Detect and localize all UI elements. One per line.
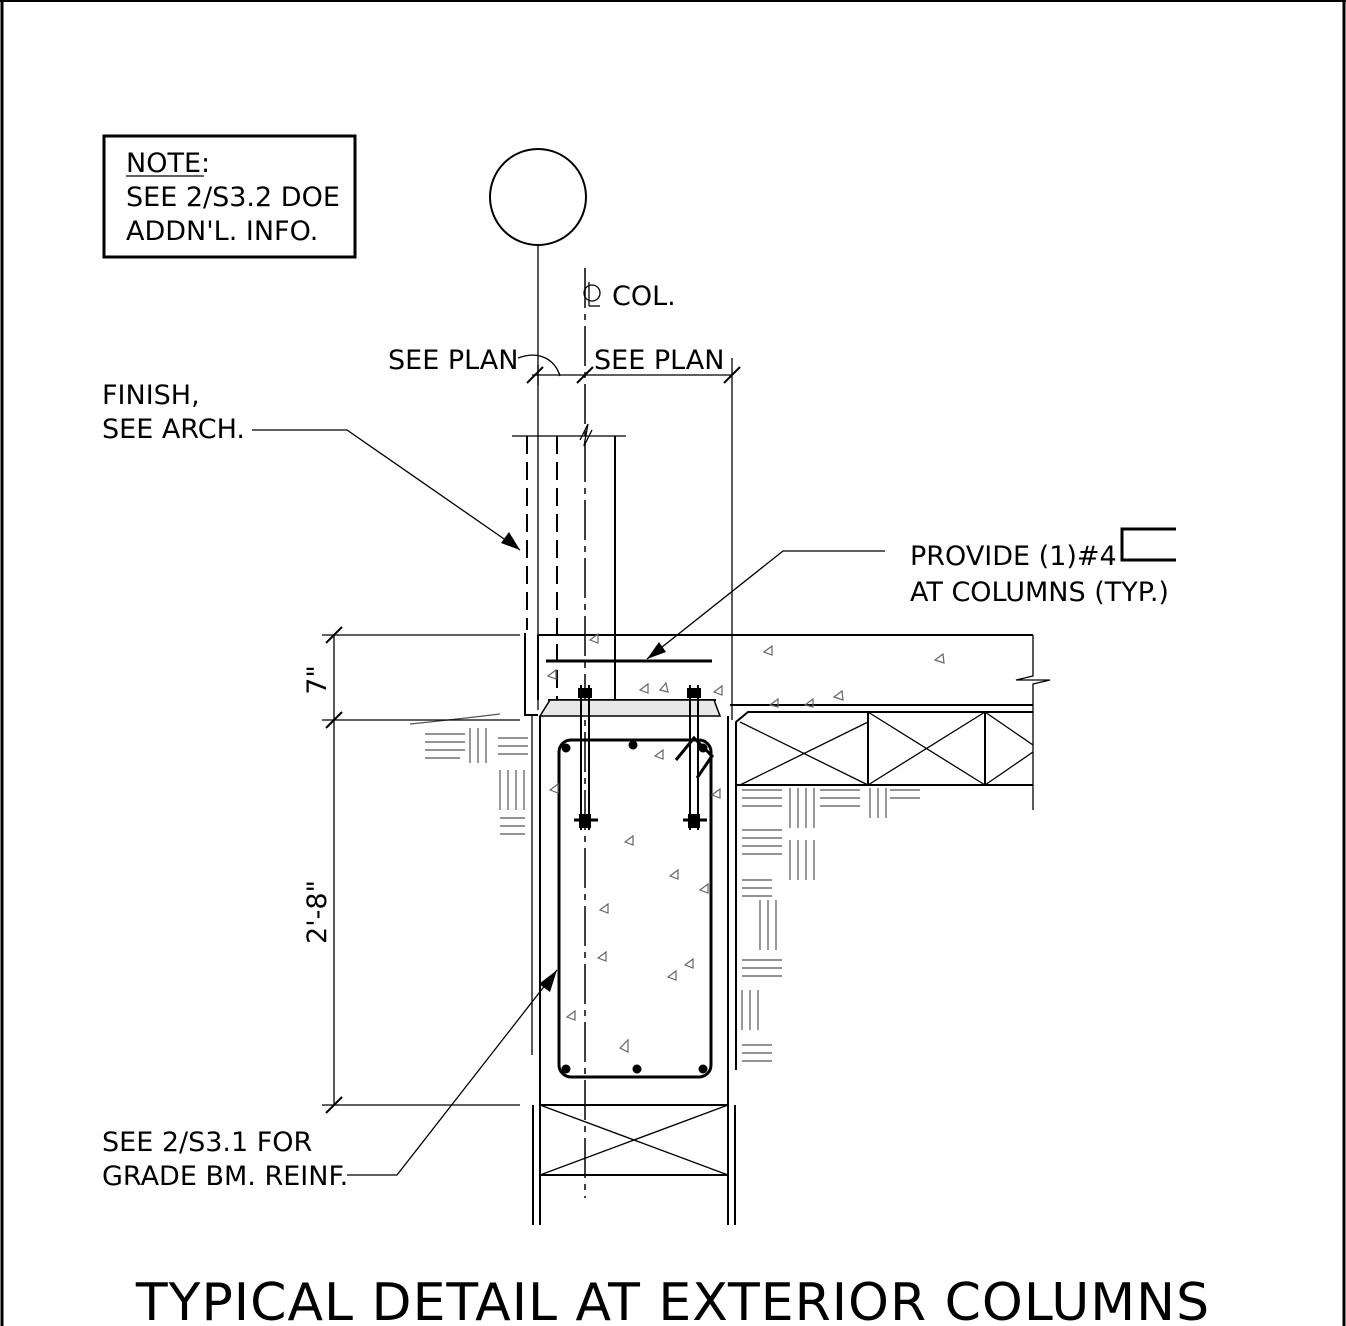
grid-bubble <box>489 148 587 710</box>
floor-slab <box>524 632 1051 716</box>
dim-beam-depth: 2'-8" <box>302 880 333 944</box>
see-plan-right-label: SEE PLAN <box>594 345 724 376</box>
beam-aggregate <box>548 748 721 1053</box>
provide-label-1: PROVIDE (1)#4 <box>910 541 1117 572</box>
see-plan-dimensions: SEE PLAN SEE PLAN <box>388 345 741 720</box>
finish-label-1: FINISH, <box>102 380 200 411</box>
base-plate <box>538 699 722 717</box>
pile <box>532 1104 736 1225</box>
finish-arrowhead <box>501 532 520 550</box>
soil-hatch <box>409 713 920 1062</box>
centerline-label: COL. <box>612 281 676 312</box>
note-box: NOTE: SEE 2/S3.2 DOE ADDN'L. INFO. <box>102 134 357 259</box>
grade-label-1: SEE 2/S3.1 FOR <box>102 1127 312 1158</box>
note-line-2: ADDN'L. INFO. <box>126 216 318 247</box>
stirrup <box>557 738 713 1079</box>
provide-label-2: AT COLUMNS (TYP.) <box>910 577 1169 608</box>
see-plan-left-label: SEE PLAN <box>388 345 518 376</box>
finish-label-2: SEE ARCH. <box>102 414 245 445</box>
steel-column <box>512 423 626 700</box>
slab-aggregate <box>546 632 945 708</box>
note-line-1: SEE 2/S3.2 DOE <box>126 182 340 213</box>
grade-arrowhead <box>539 970 557 992</box>
vertical-dimensions: 7" 2'-8" <box>302 626 520 1114</box>
dim-slab-thickness: 7" <box>302 665 333 695</box>
column-centerline: COL. <box>583 268 676 1198</box>
grade-beam <box>531 716 729 1105</box>
note-heading: NOTE: <box>126 148 210 179</box>
drawing-title: TYPICAL DETAIL AT EXTERIOR COLUMNS <box>135 1273 1210 1326</box>
grade-beam-callout: SEE 2/S3.1 FOR GRADE BM. REINF. <box>102 969 558 1192</box>
centerline-symbol <box>583 282 601 307</box>
finish-callout: FINISH, SEE ARCH. <box>102 380 521 551</box>
anchor-bolts <box>574 685 707 830</box>
metal-deck-void <box>735 705 1034 1070</box>
provide-arrowhead <box>647 642 666 659</box>
rebar-dots <box>561 740 708 1074</box>
provide-callout: PROVIDE (1)#4 AT COLUMNS (TYP.) <box>646 527 1176 660</box>
bar-symbol <box>1120 527 1176 562</box>
grade-label-2: GRADE BM. REINF. <box>102 1161 348 1192</box>
